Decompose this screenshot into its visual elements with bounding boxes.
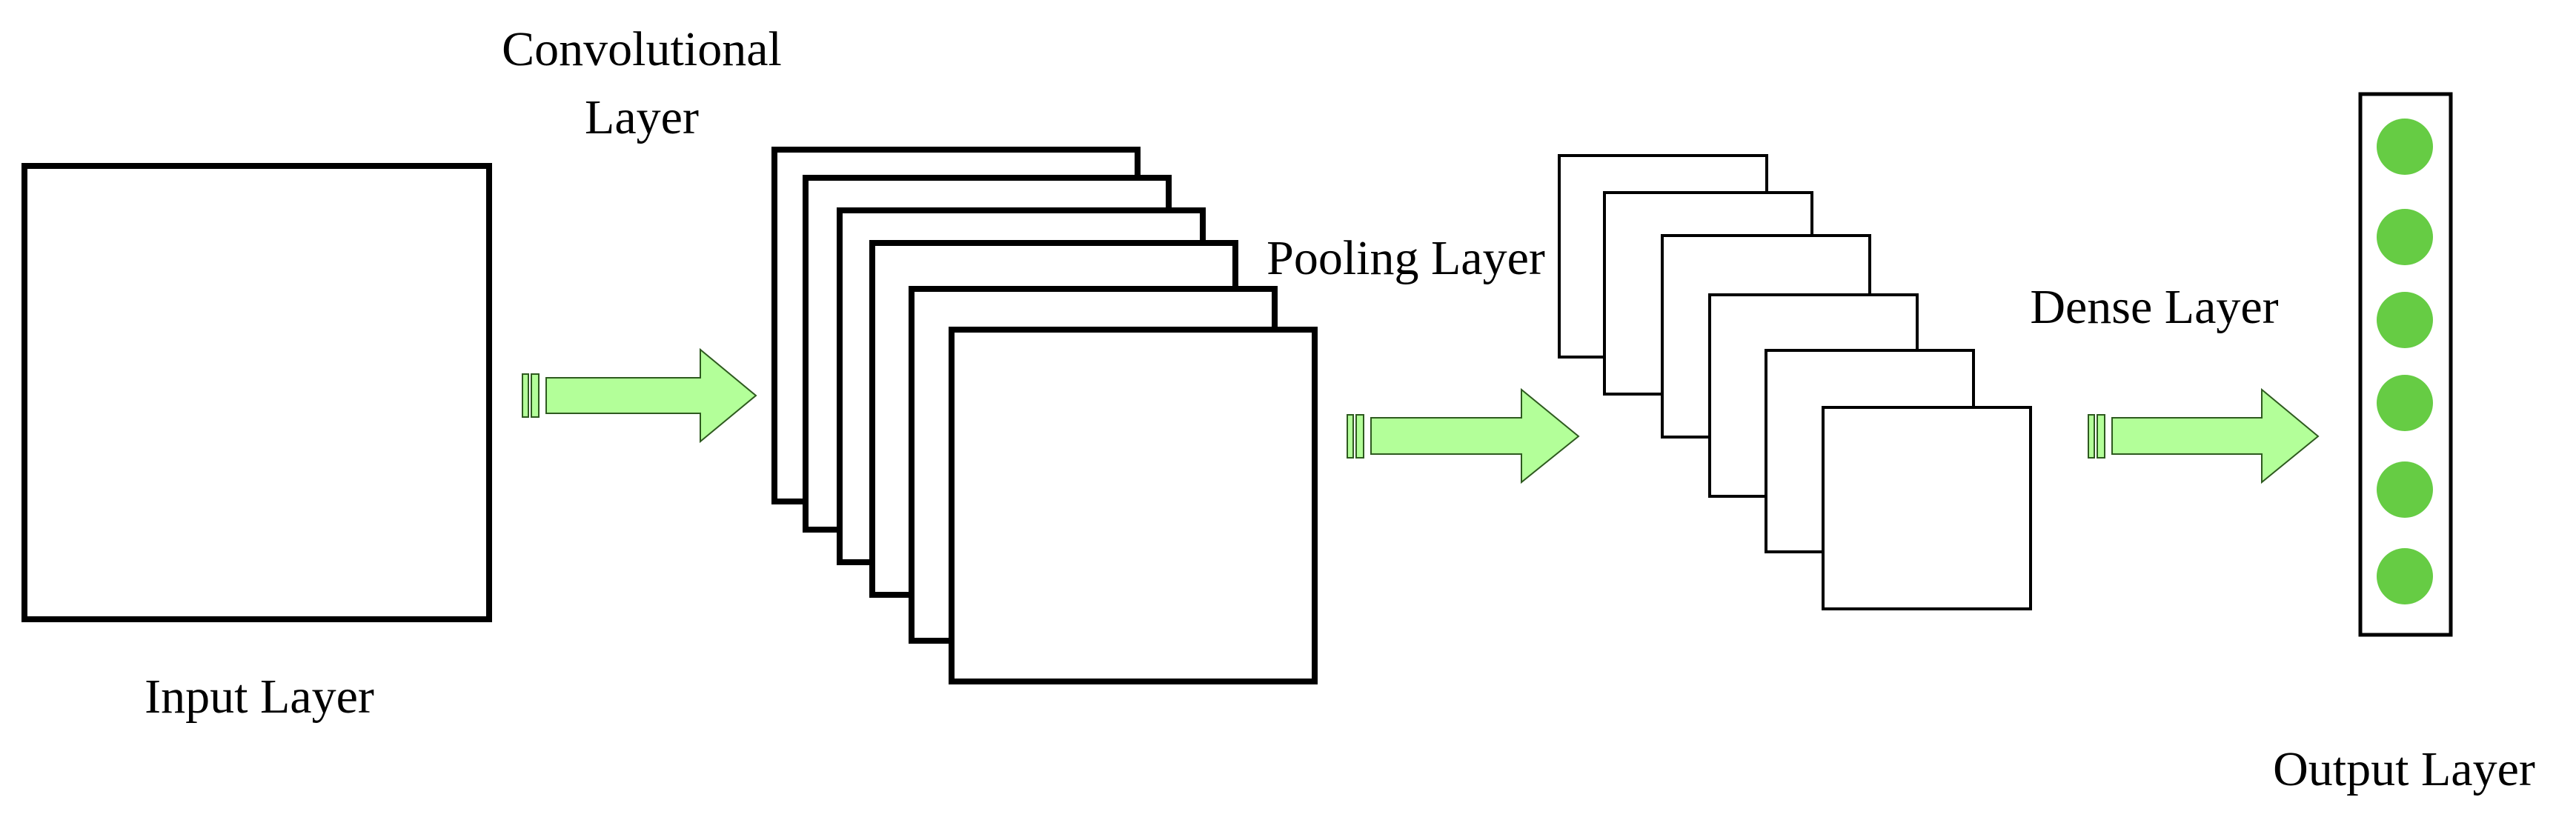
pool-feature-map [1822, 406, 2032, 610]
pool-layer-label: Pooling Layer [1267, 231, 1545, 285]
input-layer-label: Input Layer [145, 670, 374, 724]
flow-arrow-input-to-conv [522, 347, 757, 444]
output-node [2377, 292, 2433, 348]
input-layer-square [21, 163, 492, 622]
pool-feature-maps [1558, 154, 2032, 610]
output-layer-column [2358, 92, 2453, 637]
output-nodes [2377, 119, 2433, 604]
output-node [2377, 375, 2433, 431]
flow-arrow-pool-to-dense [2088, 387, 2320, 484]
conv-layer-label-line1: Convolutional [502, 22, 782, 76]
output-node [2377, 209, 2433, 265]
output-layer-label: Output Layer [2273, 742, 2535, 796]
conv-feature-maps [771, 147, 1318, 684]
flow-arrow-conv-to-pool [1347, 387, 1580, 484]
dense-layer-label: Dense Layer [2030, 280, 2278, 334]
conv-feature-map [949, 327, 1318, 684]
output-node [2377, 119, 2433, 175]
conv-layer-label-line2: Layer [585, 90, 699, 144]
output-node [2377, 548, 2433, 604]
output-node [2377, 461, 2433, 518]
